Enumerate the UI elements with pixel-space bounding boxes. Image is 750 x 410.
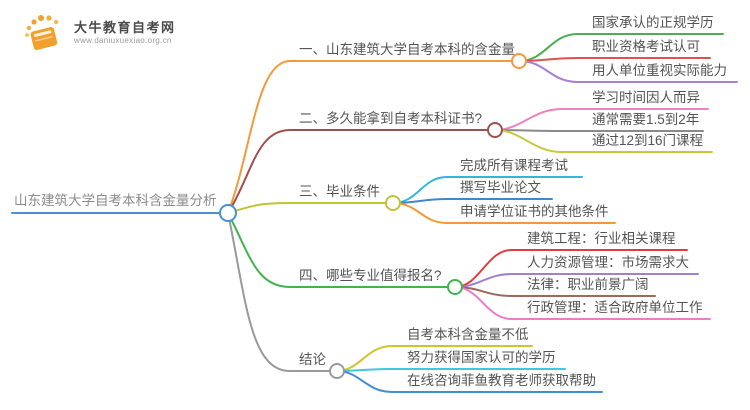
branch-1-child-2-label: 职业资格考试认可 — [592, 39, 700, 54]
branch-4-child-2-label: 人力资源管理：市场需求大 — [527, 255, 689, 270]
branch-1-child-3-label: 用人单位重视实际能力 — [592, 63, 727, 78]
branch-5-child-1-label: 自考本科含金量不低 — [407, 327, 529, 342]
site-logo: 大牛教育自考网 www.daniuxuexiao.org.cn — [22, 13, 176, 53]
branch-1-child-1-label: 国家承认的正规学历 — [592, 15, 714, 30]
branch-1-node — [511, 53, 527, 69]
connector-branch-4 — [227, 212, 449, 288]
connector-branch-1-child-3 — [518, 60, 738, 83]
connector-branch-5 — [227, 212, 331, 372]
branch-3-child-3-label: 申请学位证书的其他条件 — [460, 204, 609, 219]
branch-2-child-2-label: 通常需要1.5到2年 — [592, 112, 700, 127]
branch-2-child-3-label: 通过12到16门课程 — [592, 133, 704, 148]
branch-2-child-1-label: 学习时间因人而异 — [592, 90, 700, 105]
branch-5-child-2-label: 努力获得国家认可的学历 — [407, 350, 556, 365]
branch-1-label: 一、山东建筑大学自考本科的含金量 — [299, 42, 515, 57]
branch-3-child-2-label: 撰写毕业论文 — [460, 180, 541, 195]
connector-branch-5-child-2 — [336, 368, 566, 372]
branch-4-child-1-label: 建筑工程：行业相关课程 — [527, 231, 676, 246]
connector-branch-1 — [227, 60, 513, 214]
connector-branch-1-child-2 — [518, 57, 711, 62]
branch-2-node — [487, 122, 503, 138]
branch-5-label: 结论 — [299, 352, 326, 367]
connector-branch-4-child-1 — [454, 249, 688, 288]
connector-branch-3 — [227, 202, 387, 214]
branch-3-child-1-label: 完成所有课程考试 — [460, 158, 568, 173]
branch-2-label: 二、多久能拿到自考本科证书? — [299, 111, 483, 126]
branch-5-child-3-label: 在线咨询菲鱼教育老师获取帮助 — [407, 373, 596, 388]
branch-4-label: 四、哪些专业值得报名? — [299, 268, 442, 283]
branch-3-node — [385, 195, 401, 211]
branch-4-child-3-label: 法律：职业前景广阔 — [527, 277, 649, 292]
connector-branch-4-child-4 — [454, 286, 711, 320]
connector-branch-2-child-3 — [494, 129, 713, 153]
branch-5-node — [329, 363, 345, 379]
logo-title: 大牛教育自考网 — [74, 20, 176, 35]
book-sun-icon — [25, 15, 59, 50]
connector-branch-2-child-2 — [494, 129, 704, 132]
root-label: 山东建筑大学自考本科含金量分析 — [14, 193, 217, 208]
connector-branch-2 — [227, 129, 489, 214]
branch-3-label: 三、毕业条件 — [299, 184, 380, 199]
branch-4-node — [447, 279, 463, 295]
branch-4-child-4-label: 行政管理：适合政府单位工作 — [527, 300, 703, 315]
logo-url: www.daniuxuexiao.org.cn — [74, 36, 172, 45]
root-node — [219, 204, 237, 222]
